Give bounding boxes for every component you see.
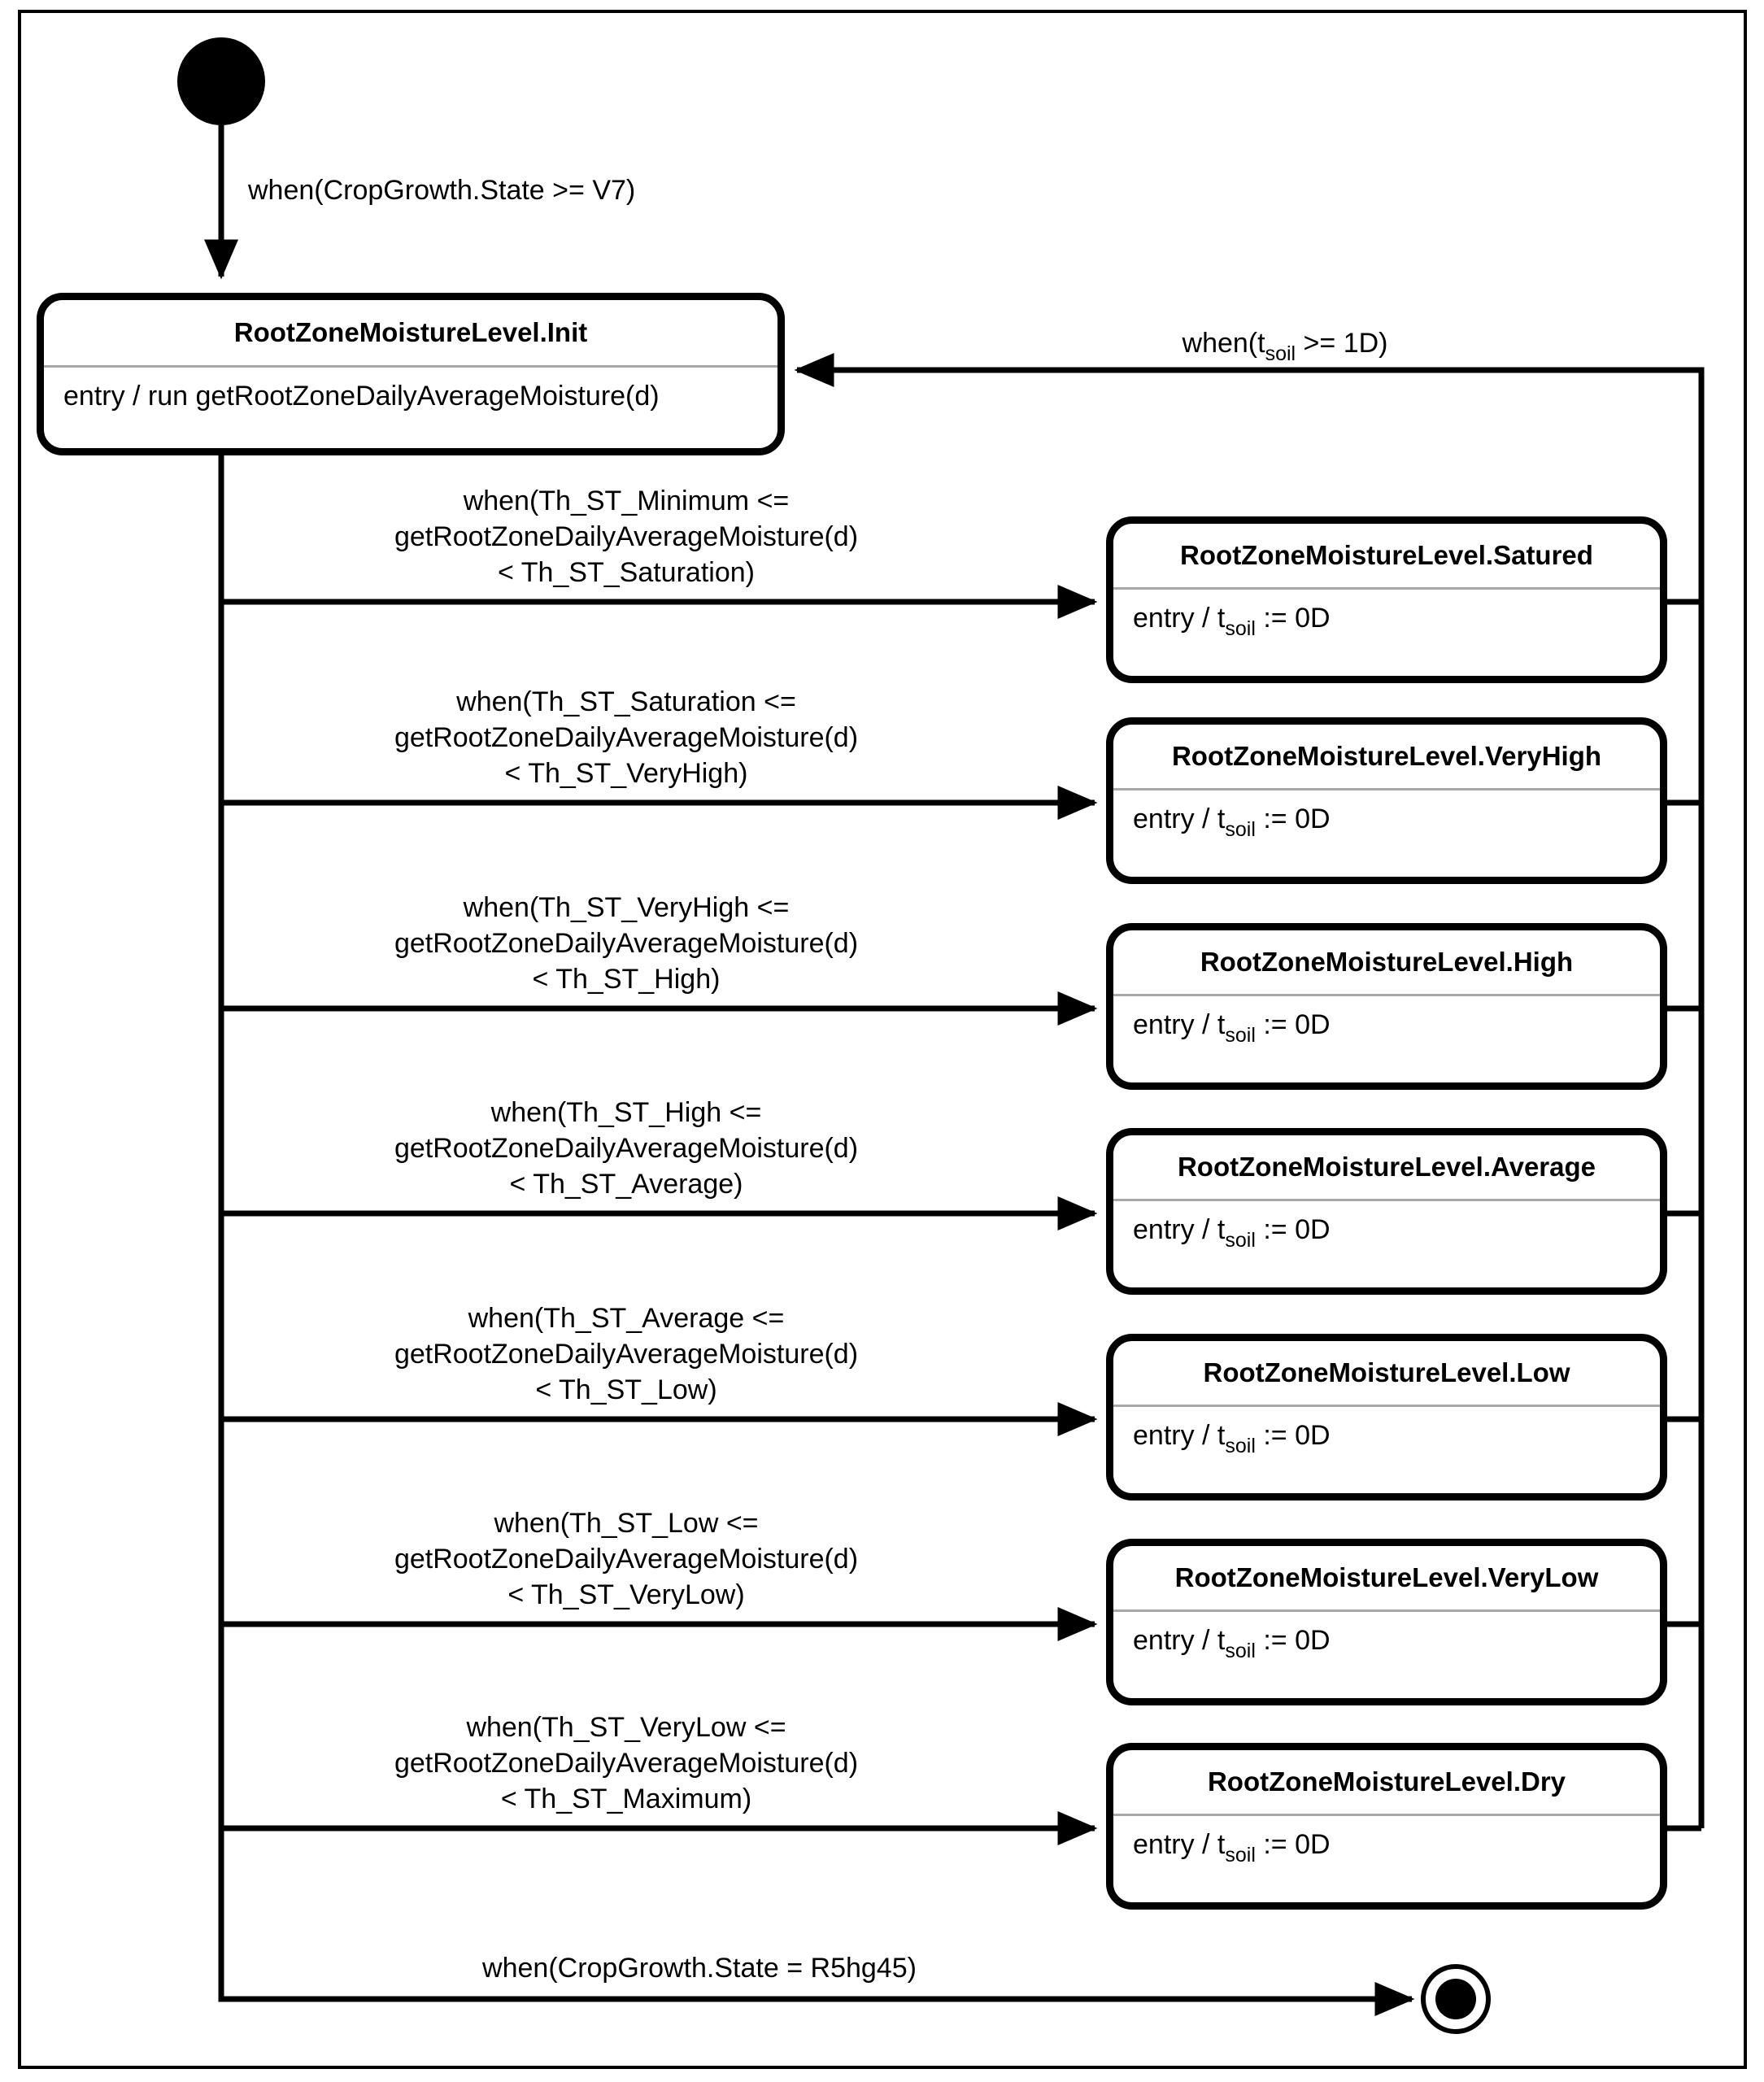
state-entry-action: entry / tsoil := 0D [1113,1407,1660,1457]
entry-text: := 0D [1255,603,1331,634]
entry-text: entry / t [1133,1625,1226,1656]
state-entry-action: entry / tsoil := 0D [1113,996,1660,1047]
transition-label-veryhigh: when(Th_ST_Saturation <= getRootZoneDail… [394,686,859,789]
state-divider [1113,587,1660,590]
state-title: RootZoneMoistureLevel.Satured [1180,540,1593,570]
entry-subscript: soil [1225,1844,1256,1866]
state-entry-action: entry / tsoil := 0D [1113,791,1660,841]
transition-arrow-final [218,455,1415,2016]
initial-state-icon [177,37,265,125]
state-divider [44,365,777,368]
state-entry-action: entry / tsoil := 0D [1113,1612,1660,1662]
state-title: RootZoneMoistureLevel.Low [1203,1357,1570,1387]
transition-label-dry: when(Th_ST_VeryLow <= getRootZoneDailyAv… [394,1712,859,1814]
entry-text: := 0D [1255,1214,1331,1245]
state-title: RootZoneMoistureLevel.High [1200,947,1574,977]
entry-subscript: soil [1225,818,1256,841]
state-entry-action: entry / tsoil := 0D [1113,1816,1660,1866]
state-title: RootZoneMoistureLevel.VeryHigh [1171,741,1602,771]
transition-label-average: when(Th_ST_High <= getRootZoneDailyAvera… [394,1097,859,1200]
state-average: RootZoneMoistureLevel.Average entry / ts… [1106,1128,1667,1295]
state-satured: RootZoneMoistureLevel.Satured entry / ts… [1106,516,1667,683]
transition-label-verylow: when(Th_ST_Low <= getRootZoneDailyAverag… [394,1508,859,1610]
entry-text: := 0D [1255,1625,1331,1656]
state-title: RootZoneMoistureLevel.VeryLow [1174,1562,1599,1592]
entry-subscript: soil [1225,1435,1256,1457]
entry-text: := 0D [1255,1420,1331,1451]
state-title: RootZoneMoistureLevel.Average [1177,1152,1596,1182]
state-divider [1113,788,1660,791]
state-init: RootZoneMoistureLevel.Init entry / run g… [37,293,785,455]
entry-subscript: soil [1225,1229,1256,1252]
entry-text: := 0D [1255,804,1331,834]
state-divider [1113,1609,1660,1612]
entry-text: entry / t [1133,1009,1226,1040]
state-entry-action: entry / tsoil := 0D [1113,590,1660,640]
state-low: RootZoneMoistureLevel.Low entry / tsoil … [1106,1334,1667,1501]
label-text: >= 1D) [1296,328,1388,359]
transition-label-satured: when(Th_ST_Minimum <= getRootZoneDailyAv… [394,486,859,588]
transition-label-low: when(Th_ST_Average <= getRootZoneDailyAv… [394,1303,859,1405]
entry-subscript: soil [1225,1640,1256,1662]
entry-text: entry / t [1133,804,1226,834]
entry-text: := 0D [1255,1009,1331,1040]
entry-subscript: soil [1225,1024,1256,1047]
entry-text: := 0D [1255,1829,1331,1860]
label-subscript: soil [1265,342,1296,365]
state-title: RootZoneMoistureLevel.Init [233,317,588,347]
label-text: when(t [1182,328,1265,359]
transition-label-final: when(CropGrowth.State = R5hg45) [482,1953,917,1984]
state-divider [1113,1405,1660,1407]
state-entry-action: entry / run getRootZoneDailyAverageMoist… [63,381,660,412]
entry-text: entry / t [1133,1214,1226,1245]
state-verylow: RootZoneMoistureLevel.VeryLow entry / ts… [1106,1539,1667,1705]
final-state-icon [1435,1979,1476,2019]
entry-text: entry / t [1133,603,1226,634]
state-title: RootZoneMoistureLevel.Dry [1207,1766,1566,1797]
entry-text: entry / t [1133,1420,1226,1451]
state-divider [1113,1199,1660,1201]
transition-label-high: when(Th_ST_VeryHigh <= getRootZoneDailyA… [394,892,859,995]
state-divider [1113,994,1660,996]
state-veryhigh: RootZoneMoistureLevel.VeryHigh entry / t… [1106,717,1667,884]
state-divider [1113,1814,1660,1816]
state-dry: RootZoneMoistureLevel.Dry entry / tsoil … [1106,1743,1667,1910]
state-entry-action: entry / tsoil := 0D [1113,1201,1660,1252]
diagram-border [18,10,1747,2069]
state-high: RootZoneMoistureLevel.High entry / tsoil… [1106,923,1667,1090]
transition-label-initial: when(CropGrowth.State >= V7) [248,175,636,206]
transition-label-return: when(tsoil >= 1D) [1114,325,1456,365]
entry-text: entry / t [1133,1829,1226,1860]
transition-arrow-return [794,353,1705,1828]
entry-subscript: soil [1225,617,1256,640]
